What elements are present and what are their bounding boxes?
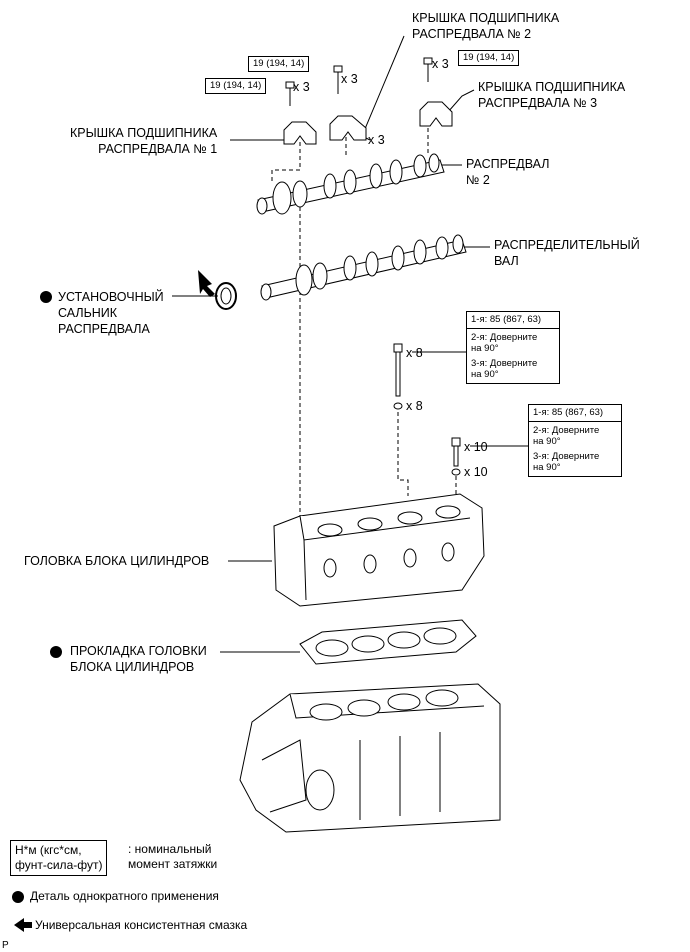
oil-seal-part-icon — [215, 282, 237, 310]
legend-grease: Универсальная консистентная смазка — [35, 918, 248, 932]
qty-head-washer-short: x 10 — [464, 465, 488, 479]
label-cap2-line2: РАСПРЕДВАЛА № 2 — [412, 27, 532, 41]
qty-head-bolt-long: x 8 — [406, 346, 423, 360]
spec-long-step3-line1: 3-я: Доверните — [471, 357, 538, 369]
torque-cap3-bolt: 19 (194, 14) — [458, 50, 520, 66]
legend-torque-units: Н*м (кгс*см, фунт-сила-фут) — [10, 840, 108, 876]
legend-non-reusable: Деталь однократного применения — [30, 889, 219, 903]
label-oil-seal-line2: САЛЬНИК — [58, 306, 118, 320]
cap3-part-icon — [419, 101, 453, 127]
legend-torque-units-line1: Н*м (кгс*см, — [15, 843, 82, 857]
label-camshaft: РАСПРЕДЕЛИТЕЛЬНЫЙ ВАЛ — [494, 237, 640, 269]
camshaft2-part-icon — [256, 153, 445, 215]
grease-arrow-icon — [198, 270, 215, 297]
qty-cap3-bolt: x 3 — [432, 57, 449, 71]
label-oil-seal-line1: УСТАНОВОЧНЫЙ — [58, 290, 164, 304]
spec-long-step2-line2: на 90° — [471, 343, 499, 354]
dash-cap1 — [271, 142, 301, 182]
cap3-bolt-icon — [423, 57, 433, 82]
spec-short-step3-line2: на 90° — [533, 462, 561, 473]
label-cap1-line1: КРЫШКА ПОДШИПНИКА — [70, 126, 218, 140]
qty-cap1-bolt: x 3 — [293, 80, 310, 94]
label-camshaft2: РАСПРЕДВАЛ № 2 — [466, 156, 549, 188]
camshaft-part-icon — [260, 234, 467, 301]
label-oil-seal: УСТАНОВОЧНЫЙ САЛЬНИК РАСПРЕДВАЛА — [58, 289, 164, 337]
legend-grease-arrow-icon — [14, 918, 32, 932]
spec-long-step3-line2: на 90° — [471, 369, 499, 380]
engine-block-part-icon — [239, 683, 501, 833]
leader-cap3 — [447, 89, 475, 113]
head-washer-short-icon — [451, 468, 461, 476]
label-cap1-line2: РАСПРЕДВАЛА № 1 — [98, 142, 218, 156]
spec-short-step2-line1: 2-я: Доверните — [533, 424, 600, 436]
torque-cap1-bolt: 19 (194, 14) — [205, 78, 267, 94]
dash-bolt-long — [397, 412, 409, 496]
label-cap3-line1: КРЫШКА ПОДШИПНИКА — [478, 80, 626, 94]
label-gasket: ПРОКЛАДКА ГОЛОВКИ БЛОКА ЦИЛИНДРОВ — [70, 643, 207, 675]
label-camshaft-line1: РАСПРЕДЕЛИТЕЛЬНЫЙ — [494, 238, 640, 252]
label-cap2-line1: КРЫШКА ПОДШИПНИКА — [412, 11, 560, 25]
cap1-part-icon — [283, 121, 317, 145]
qty-cap2-bolt: x 3 — [341, 72, 358, 86]
non-reusable-dot-icon — [40, 291, 52, 303]
spec-short-step3-line1: 3-я: Доверните — [533, 450, 600, 462]
legend-torque-desc-line1: : номинальный — [128, 842, 212, 856]
cylinder-head-part-icon — [273, 493, 485, 607]
footer-mark: P — [2, 940, 9, 951]
leader-cap2 — [361, 35, 405, 141]
spec-long-step1: 1-я: 85 (867, 63) — [467, 314, 559, 329]
label-cap2: КРЫШКА ПОДШИПНИКА РАСПРЕДВАЛА № 2 — [412, 10, 559, 42]
label-camshaft-line2: ВАЛ — [494, 254, 519, 268]
legend-torque-desc: : номинальный момент затяжки — [128, 842, 217, 872]
qty-head-bolt-short: x 10 — [464, 440, 488, 454]
spec-box-short-bolt: 1-я: 85 (867, 63) 2-я: Доверните на 90° … — [528, 404, 622, 477]
head-gasket-part-icon — [299, 619, 477, 665]
non-reusable-dot-icon — [50, 646, 62, 658]
spec-box-long-bolt: 1-я: 85 (867, 63) 2-я: Доверните на 90° … — [466, 311, 560, 384]
spec-short-step2-line2: на 90° — [533, 436, 561, 447]
label-oil-seal-line3: РАСПРЕДВАЛА — [58, 322, 150, 336]
label-cap3: КРЫШКА ПОДШИПНИКА РАСПРЕДВАЛА № 3 — [478, 79, 625, 111]
head-bolt-short-icon — [451, 437, 461, 467]
label-cylinder-head: ГОЛОВКА БЛОКА ЦИЛИНДРОВ — [24, 554, 210, 568]
head-bolt-long-icon — [393, 343, 403, 397]
label-gasket-line1: ПРОКЛАДКА ГОЛОВКИ — [70, 644, 207, 658]
qty-head-washer-long: x 8 — [406, 399, 423, 413]
legend-torque-desc-line2: момент затяжки — [128, 857, 218, 871]
label-camshaft2-line2: № 2 — [466, 173, 490, 187]
label-gasket-line2: БЛОКА ЦИЛИНДРОВ — [70, 660, 195, 674]
cap1-bolt-icon — [285, 81, 295, 106]
label-camshaft2-line1: РАСПРЕДВАЛ — [466, 157, 550, 171]
label-cap1: КРЫШКА ПОДШИПНИКА РАСПРЕДВАЛА № 1 — [70, 125, 217, 157]
cap2-bolt-icon — [333, 65, 343, 94]
spec-long-step2-line1: 2-я: Доверните — [471, 331, 538, 343]
legend-non-reusable-dot-icon — [12, 891, 24, 903]
qty-cap2-part: x 3 — [368, 133, 385, 147]
legend-torque-units-line2: фунт-сила-фут) — [15, 858, 103, 872]
spec-short-step1: 1-я: 85 (867, 63) — [529, 407, 621, 422]
cap2-part-icon — [329, 115, 367, 141]
torque-cap2-bolt: 19 (194, 14) — [248, 56, 310, 72]
label-cap3-line2: РАСПРЕДВАЛА № 3 — [478, 96, 598, 110]
head-washer-long-icon — [393, 402, 403, 410]
